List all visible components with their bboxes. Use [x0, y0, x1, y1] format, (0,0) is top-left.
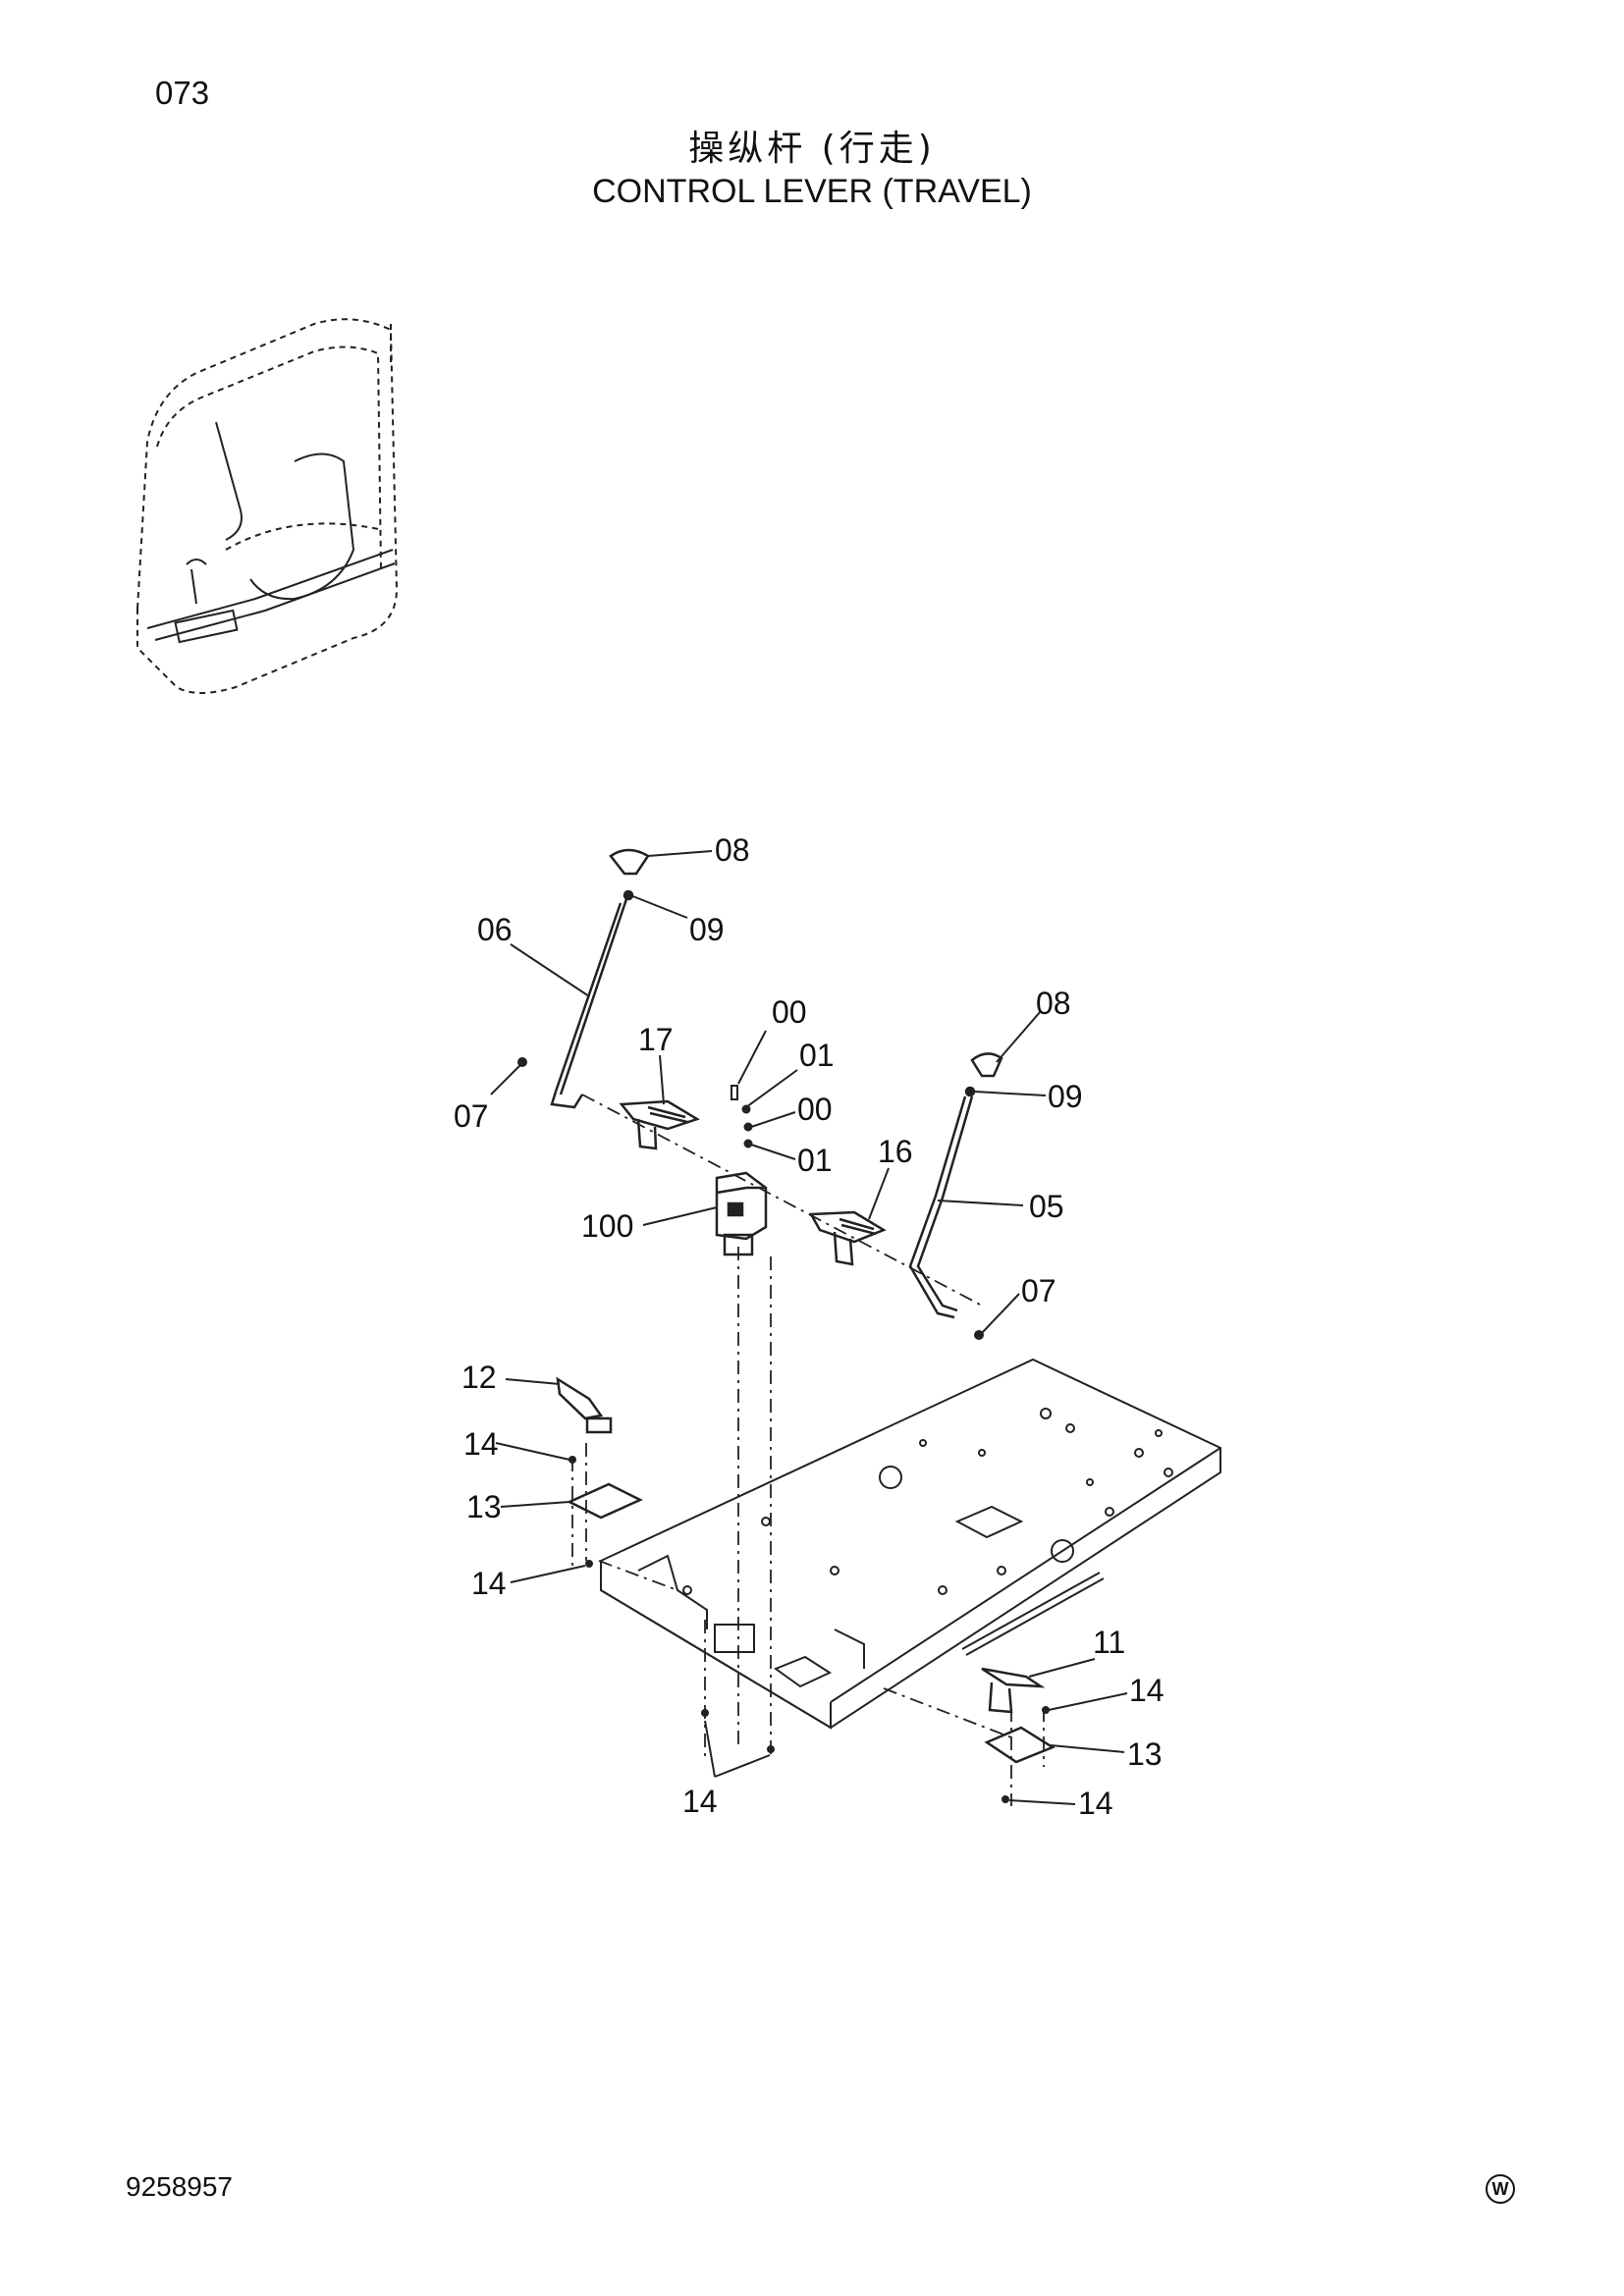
cab-overview: [136, 318, 399, 694]
callout-09-right: 09: [1048, 1079, 1083, 1114]
knob-08-left: [609, 848, 650, 901]
cab-overview-detail: [146, 421, 396, 644]
callout-14-c: 14: [682, 1784, 718, 1819]
callout-11: 11: [1093, 1625, 1125, 1660]
callout-13-right: 13: [1127, 1736, 1163, 1772]
document-number: 9258957: [126, 2171, 234, 2202]
bolts-14-right: [701, 1706, 1050, 1803]
page-number: 073: [155, 75, 210, 111]
lever-12: [556, 1376, 613, 1434]
callout-08-right: 08: [1036, 986, 1071, 1021]
plate-13-right: [984, 1726, 1056, 1764]
callout-12: 12: [461, 1360, 497, 1395]
callout-07-left: 07: [454, 1098, 489, 1134]
pedal-16: [808, 1210, 887, 1266]
callout-16: 16: [878, 1134, 913, 1169]
callout-01-lower: 01: [797, 1143, 833, 1178]
valve-100: [715, 1171, 768, 1256]
callout-06: 06: [477, 912, 513, 947]
callout-14-d: 14: [1129, 1673, 1164, 1708]
plate-13-left: [567, 1482, 643, 1520]
callout-14-b: 14: [471, 1566, 507, 1601]
bolts-14-left: [568, 1456, 593, 1568]
callout-14-e: 14: [1078, 1786, 1113, 1821]
lever-05: [908, 1095, 974, 1319]
lever-11: [981, 1667, 1046, 1714]
callout-13-left: 13: [466, 1489, 502, 1524]
callout-05: 05: [1029, 1189, 1064, 1224]
callout-01-upper: 01: [799, 1038, 835, 1073]
pedal-17: [619, 1099, 700, 1150]
assembly-lines: [571, 1094, 1045, 1806]
title-chinese: 操纵杆 (行走): [688, 129, 936, 169]
callout-14-a: 14: [463, 1426, 499, 1462]
callout-17: 17: [638, 1022, 674, 1057]
knob-08-right: [964, 1052, 1003, 1097]
callout-09-left: 09: [689, 912, 725, 947]
callout-00-lower: 00: [797, 1092, 833, 1127]
title-english: CONTROL LEVER (TRAVEL): [592, 173, 1032, 210]
callout-100: 100: [581, 1208, 633, 1244]
floor-plate: [600, 1358, 1221, 1730]
lever-06: [550, 892, 630, 1109]
w-mark-icon: W: [1486, 2174, 1515, 2204]
callout-07-right: 07: [1021, 1273, 1056, 1308]
callout-00-upper: 00: [772, 994, 807, 1030]
leader-lines: [490, 850, 1128, 1805]
callout-08-left: 08: [715, 832, 750, 868]
fasteners-00-01: [731, 1085, 753, 1148]
